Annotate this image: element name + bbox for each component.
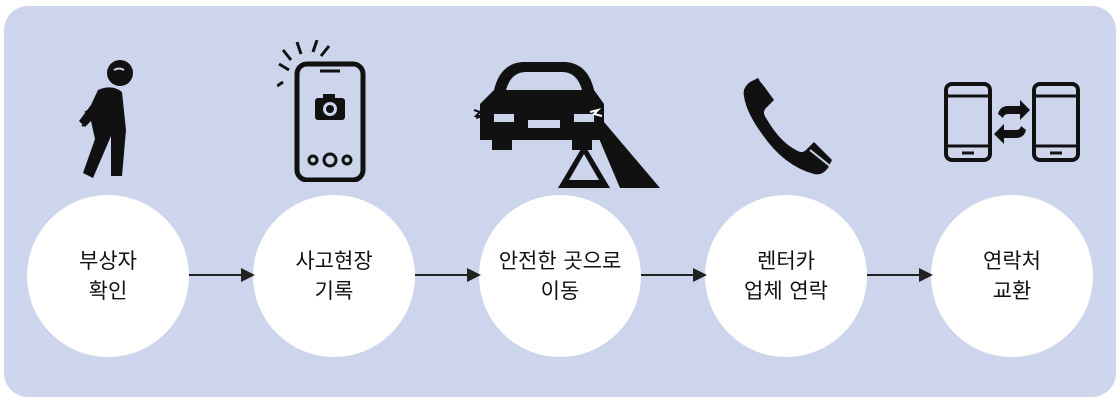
step-3-label: 안전한 곳으로 이동 <box>498 249 622 303</box>
step-3-circle: 안전한 곳으로 이동 <box>479 195 641 357</box>
phone-exchange-icon <box>944 82 1080 162</box>
phone-handset-icon <box>740 78 832 178</box>
connector-arrow-2 <box>415 268 481 282</box>
step-1-label: 부상자 확인 <box>79 249 137 303</box>
arrow-head <box>693 268 707 282</box>
car-warning-triangle-icon <box>472 60 664 190</box>
step-4-label: 렌터카 업체 연락 <box>744 249 828 303</box>
step-5-circle: 연락처 교환 <box>931 195 1093 357</box>
arrow-head <box>919 268 933 282</box>
injured-person-icon <box>74 58 144 180</box>
step-2-label: 사고현장 기록 <box>295 249 373 303</box>
connector-arrow-4 <box>867 268 933 282</box>
step-1-circle: 부상자 확인 <box>27 195 189 357</box>
phone-camera-icon <box>277 40 367 182</box>
connector-arrow-1 <box>189 268 255 282</box>
step-2-circle: 사고현장 기록 <box>253 195 415 357</box>
step-4-circle: 렌터카 업체 연락 <box>705 195 867 357</box>
arrow-head <box>241 268 255 282</box>
step-5-label: 연락처 교환 <box>983 249 1041 303</box>
connector-arrow-3 <box>641 268 707 282</box>
arrow-head <box>467 268 481 282</box>
